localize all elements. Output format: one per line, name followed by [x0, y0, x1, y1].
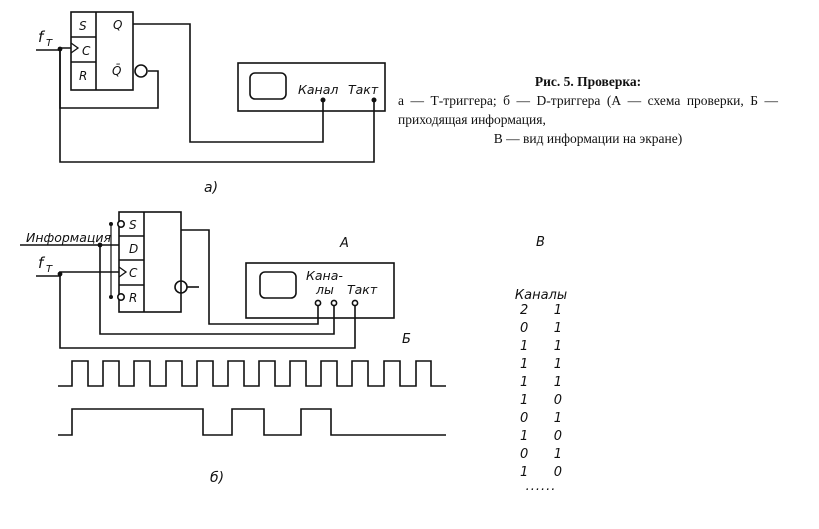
caption-last: В — вид информации на экране) [493, 131, 683, 146]
a-trigger-box [70, 11, 134, 91]
channel-a-value: 1 [520, 465, 529, 480]
a-scope-channel: Канал [298, 82, 338, 97]
b-clock-label: f [38, 254, 46, 272]
channel-a-value: 1 [520, 357, 529, 372]
a-qbar-bubble [134, 64, 148, 78]
b-pin-d: D [129, 242, 138, 256]
a-clock-wire [59, 49, 375, 163]
channel-b-value: 1 [553, 447, 562, 462]
b-clock-wire [59, 274, 356, 349]
b-pin-c: C [129, 266, 138, 280]
channel-b-value: 0 [553, 429, 562, 444]
a-clock-sub: T [46, 38, 53, 49]
a-pin-r: R [79, 69, 87, 83]
channel-a-value: 0 [520, 447, 529, 462]
b-info-wire [99, 245, 335, 335]
channel-b-value: 1 [553, 357, 562, 372]
b-oscilloscope [245, 262, 395, 319]
channel-b-value: 0 [553, 393, 562, 408]
b-waveform-label: Б [402, 332, 411, 347]
b-scope-title: А [339, 236, 349, 251]
b-info-label: Информация [26, 230, 112, 245]
channel-b-value: 1 [553, 321, 562, 336]
a-out-qbar: Q̄ [112, 64, 121, 78]
a-oscilloscope [237, 62, 386, 112]
a-scope-clock: Такт [348, 82, 379, 97]
channels-table-header: Каналы [514, 288, 568, 303]
b-trigger-box [118, 211, 182, 313]
caption-body: а — Т-триггера; б — D-триггера (А — схем… [398, 93, 778, 127]
a-q-wire [133, 23, 324, 143]
a-clock-label: f [38, 28, 46, 46]
a-out-q: Q [113, 18, 122, 32]
channel-b-value: 1 [553, 303, 562, 318]
a-feedback-wire [59, 49, 159, 109]
b-pin-s: S [129, 218, 137, 232]
b-figure-label: б) [210, 470, 224, 486]
a-clock-triangle [70, 42, 80, 54]
b-pin-r: R [129, 291, 137, 305]
channel-b-value: 0 [553, 465, 562, 480]
clock-waveform [58, 360, 446, 387]
channels-table-ellipsis: ...... [525, 479, 557, 494]
b-oscilloscope-screen [259, 271, 297, 299]
a-clock-line [36, 47, 71, 51]
channel-a-value: 1 [520, 393, 529, 408]
channel-b-value: 1 [553, 375, 562, 390]
b-scope-channels-1: Кана- [306, 268, 343, 283]
b-scope-channels-2: лы [315, 282, 334, 297]
channel-b-value: 1 [553, 411, 562, 426]
b-table-title: В [536, 235, 545, 250]
channel-a-value: 2 [520, 303, 529, 318]
channel-a-value: 0 [520, 321, 529, 336]
a-figure-label: а) [204, 180, 218, 196]
channel-a-value: 1 [520, 429, 529, 444]
b-clock-sub: T [46, 264, 53, 275]
a-pin-c: C [82, 44, 91, 58]
channel-a-value: 0 [520, 411, 529, 426]
info-waveform [58, 408, 446, 436]
channel-a-value: 1 [520, 375, 529, 390]
caption-title: Рис. 5. Проверка: [534, 74, 642, 89]
b-q-wire [181, 229, 319, 325]
b-scope-clock: Такт [347, 282, 378, 297]
a-oscilloscope-screen [249, 72, 287, 100]
a-pin-s: S [79, 19, 87, 33]
figure-caption: Рис. 5. Проверка: а — Т-триггера; б — D-… [398, 72, 778, 148]
channel-a-value: 1 [520, 339, 529, 354]
channel-b-value: 1 [553, 339, 562, 354]
